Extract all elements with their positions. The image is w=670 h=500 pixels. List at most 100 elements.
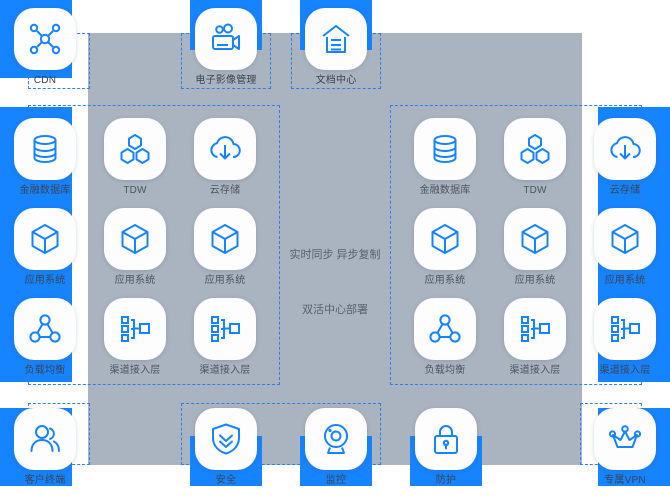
hierarchy-icon	[518, 312, 552, 346]
node-vpn[interactable]: 专属VPN	[594, 408, 656, 487]
card-channel-right-2[interactable]	[594, 298, 656, 360]
node-cdn[interactable]: CDN	[14, 8, 76, 87]
node-app-left-1[interactable]: 应用系统	[14, 208, 76, 287]
cube-icon	[29, 223, 61, 255]
cloud-download-icon	[207, 131, 243, 167]
load-balancer-icon	[428, 312, 462, 346]
node-monitor[interactable]: 监控	[305, 408, 367, 487]
card-users[interactable]	[14, 408, 76, 470]
node-cloud-storage-right[interactable]: 云存储	[594, 118, 656, 197]
center-caption-sync: 实时同步 异步复制	[289, 249, 381, 261]
node-tdw-left[interactable]: TDW	[104, 118, 166, 197]
video-camera-icon	[208, 21, 244, 57]
node-channel-left-2[interactable]: 渠道接入层	[194, 298, 256, 377]
node-label: CDN	[33, 75, 57, 86]
node-fin-db-left[interactable]: 金融数据库	[14, 118, 76, 197]
node-label: 应用系统	[424, 275, 466, 286]
database-icon	[428, 132, 462, 166]
node-channel-left-1[interactable]: 渠道接入层	[104, 298, 166, 377]
crown-icon	[608, 422, 642, 456]
node-archive[interactable]: 文档中心	[305, 8, 367, 87]
users-icon	[28, 422, 62, 456]
node-label: 云存储	[209, 185, 241, 196]
hierarchy-icon	[118, 312, 152, 346]
center-caption-deployment: 双活中心部署	[302, 304, 368, 316]
node-protect[interactable]: 防护	[415, 408, 477, 487]
node-app-right-1[interactable]: 应用系统	[414, 208, 476, 287]
shield-chevron-icon	[209, 422, 243, 456]
node-label: TDW	[523, 185, 547, 196]
node-app-right-3[interactable]: 应用系统	[594, 208, 656, 287]
cloud-download-icon	[607, 131, 643, 167]
node-label: 电子影像管理	[195, 75, 257, 86]
card-archive[interactable]	[305, 8, 367, 70]
node-label: 应用系统	[604, 275, 646, 286]
node-label: 安全	[215, 475, 237, 486]
card-channel-left-2[interactable]	[194, 298, 256, 360]
card-lb-right[interactable]	[414, 298, 476, 360]
node-label: 金融数据库	[19, 185, 71, 196]
archive-house-icon	[318, 21, 354, 57]
card-cloud-storage-left[interactable]	[194, 118, 256, 180]
node-tdw-right[interactable]: TDW	[504, 118, 566, 197]
node-label: 监控	[325, 475, 347, 486]
node-cloud-storage-left[interactable]: 云存储	[194, 118, 256, 197]
card-security[interactable]	[195, 408, 257, 470]
node-lb-left[interactable]: 负载均衡	[14, 298, 76, 377]
card-app-right-1[interactable]	[414, 208, 476, 270]
card-app-right-3[interactable]	[594, 208, 656, 270]
card-imaging[interactable]	[195, 8, 257, 70]
node-label: 负载均衡	[24, 365, 66, 376]
card-app-left-1[interactable]	[14, 208, 76, 270]
card-channel-left-1[interactable]	[104, 298, 166, 360]
card-fin-db-left[interactable]	[14, 118, 76, 180]
card-protect[interactable]	[415, 408, 477, 470]
database-icon	[28, 132, 62, 166]
card-tdw-right[interactable]	[504, 118, 566, 180]
card-monitor[interactable]	[305, 408, 367, 470]
hierarchy-icon	[608, 312, 642, 346]
node-label: 应用系统	[204, 275, 246, 286]
node-security[interactable]: 安全	[195, 408, 257, 487]
node-label: 渠道接入层	[199, 365, 251, 376]
node-label: 防护	[435, 475, 457, 486]
node-label: 云存储	[609, 185, 641, 196]
card-app-right-2[interactable]	[504, 208, 566, 270]
node-label: 渠道接入层	[109, 365, 161, 376]
card-channel-right-1[interactable]	[504, 298, 566, 360]
card-lb-left[interactable]	[14, 298, 76, 360]
card-cdn[interactable]	[14, 8, 76, 70]
card-tdw-left[interactable]	[104, 118, 166, 180]
node-label: 金融数据库	[419, 185, 471, 196]
card-app-left-3[interactable]	[194, 208, 256, 270]
node-fin-db-right[interactable]: 金融数据库	[414, 118, 476, 197]
node-channel-right-2[interactable]: 渠道接入层	[594, 298, 656, 377]
node-lb-right[interactable]: 负载均衡	[414, 298, 476, 377]
card-app-left-2[interactable]	[104, 208, 166, 270]
card-cloud-storage-right[interactable]	[594, 118, 656, 180]
node-label: 客户终端	[24, 475, 66, 486]
cube-icon	[209, 223, 241, 255]
node-label: 应用系统	[514, 275, 556, 286]
card-vpn[interactable]	[594, 408, 656, 470]
node-users[interactable]: 客户终端	[14, 408, 76, 487]
cdn-network-icon	[27, 21, 63, 57]
dashed-zone-bottom-security	[181, 403, 381, 465]
node-label: 渠道接入层	[509, 365, 561, 376]
node-label: 负载均衡	[424, 365, 466, 376]
node-label: 渠道接入层	[599, 365, 651, 376]
node-channel-right-1[interactable]: 渠道接入层	[504, 298, 566, 377]
cube-icon	[429, 223, 461, 255]
node-label: 专属VPN	[604, 475, 646, 486]
node-label: 应用系统	[24, 275, 66, 286]
cube-icon	[609, 223, 641, 255]
node-label: TDW	[123, 185, 147, 196]
node-app-left-2[interactable]: 应用系统	[104, 208, 166, 287]
card-fin-db-right[interactable]	[414, 118, 476, 180]
cube-icon	[119, 223, 151, 255]
node-app-right-2[interactable]: 应用系统	[504, 208, 566, 287]
node-imaging[interactable]: 电子影像管理	[195, 8, 257, 87]
hexagons-icon	[119, 133, 151, 165]
node-app-left-3[interactable]: 应用系统	[194, 208, 256, 287]
